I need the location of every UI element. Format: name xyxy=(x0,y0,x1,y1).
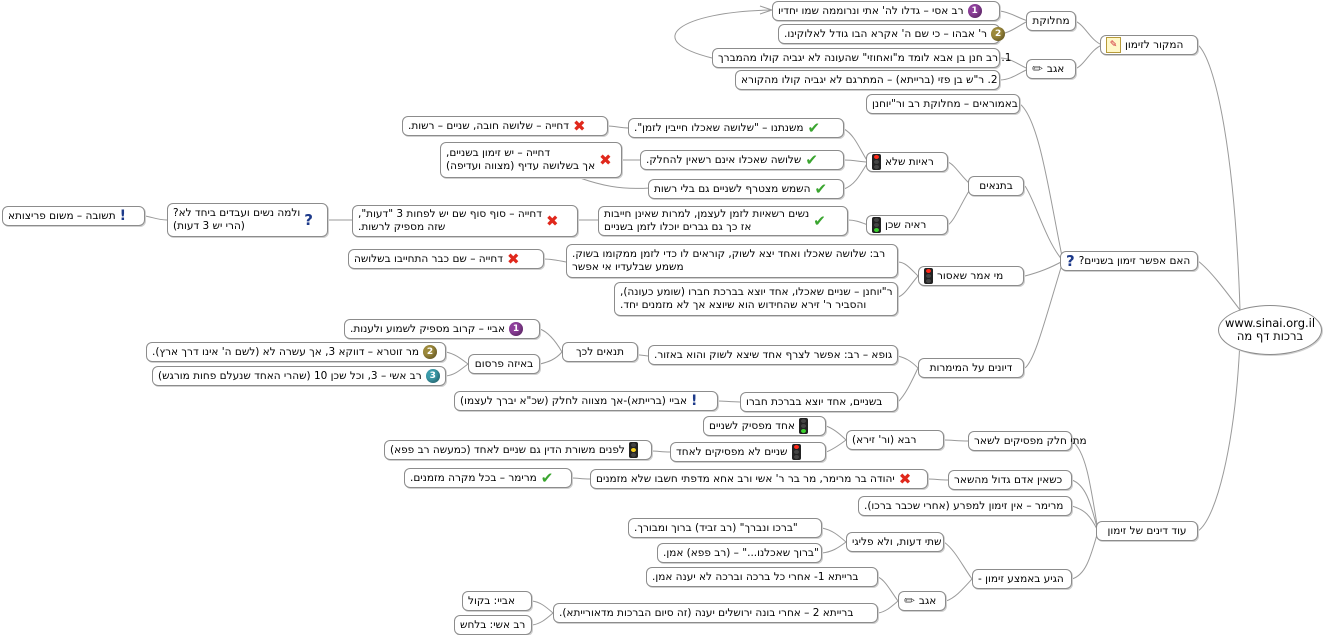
checkmark-icon: ✔ xyxy=(814,179,828,198)
checkmark-icon: ✔ xyxy=(805,150,818,169)
node-baraita-2[interactable]: ברייתא 2 – אחרי בונה ירושלים יענה (זה סי… xyxy=(553,603,878,623)
node-keshein[interactable]: כשאין אדם גדול מהשאר xyxy=(948,470,1072,490)
root-site: www.sinai.org.il xyxy=(1224,316,1316,330)
node-mishnah-dechiya[interactable]: ✖ דחייה – שלושה חובה, שניים – רשות. xyxy=(402,116,608,136)
root-node[interactable]: www.sinai.org.il ברכות דף מה xyxy=(1218,305,1322,355)
node-amoraim[interactable]: באמוראים – מחלוקת רב ור"יוחנן xyxy=(866,94,1020,114)
number-3-icon: 3 xyxy=(425,369,440,383)
node-resh-lakish[interactable]: 2. ר"ש בן פזי (ברייתא) – המתרגם לא יגביה… xyxy=(735,70,1000,90)
root-title: ברכות דף מה xyxy=(1236,329,1304,343)
node-haim[interactable]: האם אפשר זימון בשניים? ? xyxy=(1060,251,1198,271)
node-mar-lemafrea[interactable]: מרימר – אין זימון למפרע (אחרי שכבר ברכו)… xyxy=(858,496,1072,516)
memo-icon: ✎ xyxy=(1106,37,1121,53)
node-rav-ashi-lachash[interactable]: רב אשי: בלחש xyxy=(454,615,532,635)
traffic-light-green-icon xyxy=(872,217,881,233)
node-rav-shuk[interactable]: רב: שלושה שאכלו ואחד יצא לשוק, קוראים לו… xyxy=(566,244,898,278)
cross-icon: ✖ xyxy=(573,116,586,135)
checkmark-icon: ✔ xyxy=(807,118,821,137)
pencil-icon: ✏ xyxy=(1032,61,1043,77)
node-raayot-shelo[interactable]: ראיות שלא xyxy=(866,152,948,172)
node-nashim[interactable]: ✔ נשים רשאיות לזמן לעצמן, למרות שאינן חי… xyxy=(598,206,848,236)
node-betanaim[interactable]: בתנאים xyxy=(968,176,1024,196)
node-ry-shnayim[interactable]: ר"יוחנן – שניים שאכלו, אחד יוצא בברכת חב… xyxy=(614,282,898,316)
cross-icon: ✖ xyxy=(545,211,559,230)
traffic-light-red-icon xyxy=(872,154,881,170)
node-matai[interactable]: מתי חלק מפסיקים לשאר xyxy=(968,431,1087,451)
node-nashim-dechiya[interactable]: ✖ דחייה – סוף סוף שם יש לפחות 3 "דעות", … xyxy=(352,205,578,237)
node-shnayim-lo[interactable]: שניים לא מפסיקים לאחד xyxy=(670,442,826,462)
node-nashim-question[interactable]: ? ולמה נשים ועבדים ביחד לא? (הרי יש 3 דע… xyxy=(167,203,328,237)
node-mi-amar[interactable]: מי אמר שאסור xyxy=(918,266,1024,286)
cross-icon: ✖ xyxy=(506,249,520,268)
number-2-icon: 2 xyxy=(423,345,438,359)
node-mar-mezamnim[interactable]: ✔ מרימר – בכל מקרה מזמנים. xyxy=(404,468,572,488)
number-2-icon: 2 xyxy=(991,27,1006,41)
node-beezeh-pirsum[interactable]: באיזה פרסום xyxy=(468,354,540,374)
cross-icon: ✖ xyxy=(898,469,912,488)
node-rav-dechiya[interactable]: ✖ דחייה – שם כבר התחייבו בשלושה xyxy=(348,249,544,269)
traffic-light-red-icon xyxy=(791,444,801,460)
question-icon: ? xyxy=(304,210,313,229)
traffic-light-green-icon xyxy=(798,418,808,434)
node-agav-mekor[interactable]: אגב ✏ xyxy=(1026,59,1076,79)
number-1-icon: 1 xyxy=(509,322,524,336)
node-answer[interactable]: ! תשובה – משום פריצותא xyxy=(2,206,145,226)
node-diyunim[interactable]: דיונים על המימרות xyxy=(918,358,1024,378)
node-tanaim-lechach[interactable]: תנאים לכך xyxy=(562,342,638,362)
node-abaye-baraita[interactable]: ! אביי (ברייתא)-אך מצווה לחלק (שכ"א יברך… xyxy=(454,391,718,411)
traffic-light-red-icon xyxy=(924,268,933,284)
node-machloket[interactable]: מחלוקת xyxy=(1026,11,1076,31)
node-od-dinim[interactable]: עוד דינים של זימון xyxy=(1096,521,1198,541)
node-shnayim-yotze[interactable]: בשניים, אחד יוצא בברכת חברו xyxy=(740,392,898,412)
node-barchu[interactable]: "ברכו ונברך" (רב זביד) ברוך ומבורך. xyxy=(628,518,822,538)
pencil-icon: ✏ xyxy=(904,593,915,609)
node-mishnah[interactable]: ✔ משנתנו – "שלושה שאכלו חייבין לזמן". xyxy=(628,118,844,138)
node-r-abahu[interactable]: 2 ר' אבהו – כי שם ה' אקרא הבו גודל לאלוק… xyxy=(778,24,1006,44)
node-rav-ashi-10[interactable]: 3 רב אשי – 3, וכל שכן 10 (שהרי האחד שנעל… xyxy=(152,366,446,386)
node-abaye-karov[interactable]: 1 אביי – קרוב מספיק לשמוע ולענות. xyxy=(344,319,540,339)
node-shlosha[interactable]: ✔ שלושה שאכלו אינם רשאין להחלק. xyxy=(640,150,844,170)
node-baruch[interactable]: "ברוך שאכלנו..." – (רב פפא) אמן. xyxy=(657,543,822,563)
node-echad-mafsik[interactable]: אחד מפסיק לשניים xyxy=(703,416,826,436)
node-agav-higia[interactable]: אגב ✏ xyxy=(898,591,946,611)
node-mar-zutra[interactable]: 2 מר זוטרא – דווקא 3, אך עשרה לא (לשם ה'… xyxy=(146,342,446,362)
cross-icon: ✖ xyxy=(599,150,612,169)
node-shlosha-dechiya[interactable]: ✖ דחייה – יש זימון בשניים, אך בשלושה עדי… xyxy=(440,142,622,178)
exclamation-icon: ! xyxy=(691,392,698,409)
node-yehuda[interactable]: ✖ יהודה בר מרימר, מר בר ר' אשי ורב אחא מ… xyxy=(590,469,928,489)
exclamation-icon: ! xyxy=(119,207,127,224)
node-lefnim[interactable]: לפנים משורת הדין גם שניים לאחד (כמעשה רב… xyxy=(384,440,652,460)
node-higia[interactable]: הגיע באמצע זימון - xyxy=(972,569,1072,589)
node-shamash[interactable]: ✔ השמש מצטרף לשניים גם בלי רשות xyxy=(648,179,844,199)
question-icon: ? xyxy=(1066,251,1075,270)
traffic-light-yellow-icon xyxy=(628,442,638,458)
node-gufa[interactable]: גופא – רב: אפשר לצרף אחד שיצא לשוק והוא … xyxy=(648,345,898,365)
checkmark-icon: ✔ xyxy=(540,468,554,487)
node-baraita-1[interactable]: ברייתא 1- אחרי כל ברכה וברכה לא יענה אמן… xyxy=(646,567,878,587)
node-rav-asi[interactable]: 1 רב אסי – גדלו לה' אתי ונרוממה שמו יחדי… xyxy=(772,1,1000,21)
node-shtei-deot[interactable]: שתי דעות, ולא פליגי xyxy=(846,532,944,552)
node-rav-chanan[interactable]: 1. רב חנן בן אבא לומד מ"ואחוזי" שהעונה ל… xyxy=(712,48,1011,68)
node-raaya-ken[interactable]: ראיה שכן xyxy=(866,215,948,235)
node-abaye-bekol[interactable]: אביי: בקול xyxy=(462,591,532,611)
checkmark-icon: ✔ xyxy=(813,211,826,230)
node-mekor[interactable]: המקור לזימון ✎ xyxy=(1100,35,1198,55)
node-rava[interactable]: רבא (ור' זירא) xyxy=(846,430,944,450)
number-1-icon: 1 xyxy=(967,4,982,18)
